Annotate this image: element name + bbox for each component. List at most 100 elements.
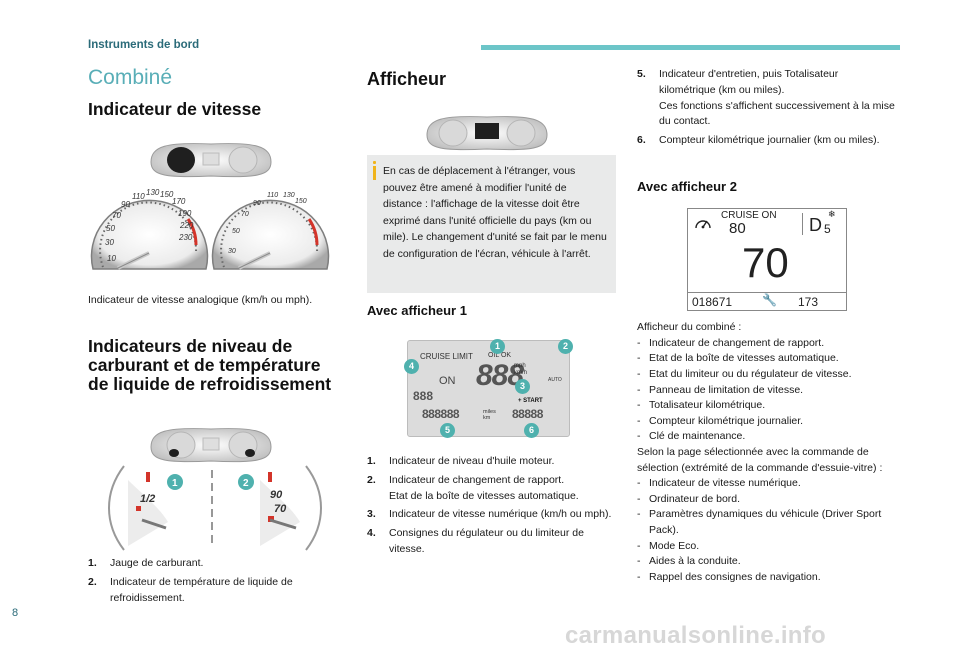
svg-text:1: 1 bbox=[172, 478, 178, 489]
list-item: Etat de la boîte de vitesses automatique… bbox=[637, 351, 899, 367]
temp-70-label: 70 bbox=[274, 503, 287, 515]
svg-text:190: 190 bbox=[178, 209, 192, 218]
display1-heading: Avec afficheur 1 bbox=[367, 303, 467, 318]
temp-90-label: 90 bbox=[270, 489, 283, 501]
cruise-setpoint: 888 bbox=[413, 389, 434, 403]
cruise-limit-label: CRUISE LIMIT bbox=[420, 352, 473, 361]
fuel-temp-gauges-illustration: 1/2 90 70 1 2 bbox=[108, 465, 322, 551]
on-label: ON bbox=[439, 375, 456, 387]
odometer-digits: 888888 bbox=[422, 407, 460, 421]
display2-selection-text: Selon la page sélectionnée avec la comma… bbox=[637, 445, 883, 474]
gear-indicator: D bbox=[809, 215, 822, 235]
display2-intro: Afficheur du combiné : bbox=[637, 321, 742, 333]
list-item: 1.Indicateur de niveau d'huile moteur. bbox=[367, 455, 555, 467]
list-item: Indicateur de vitesse numérique. bbox=[637, 476, 899, 492]
svg-text:50: 50 bbox=[232, 228, 240, 235]
wrench-icon: 🔧 bbox=[762, 293, 777, 307]
list-item: Etat du limiteur ou du régulateur de vit… bbox=[637, 367, 899, 383]
svg-text:230: 230 bbox=[178, 233, 193, 242]
display1-screen: CRUISE LIMIT OIL OK 888 mph km/h ON 888 … bbox=[404, 339, 573, 438]
svg-text:130: 130 bbox=[283, 192, 295, 199]
info-note: En cas de déplacement à l'étranger, vous… bbox=[367, 155, 616, 293]
display1-items-list: 1.Indicateur de niveau d'huile moteur. 2… bbox=[367, 454, 617, 561]
svg-text:90: 90 bbox=[121, 200, 130, 209]
svg-text:110: 110 bbox=[267, 192, 278, 199]
svg-text:2: 2 bbox=[243, 478, 249, 489]
callout-1-icon bbox=[167, 474, 183, 490]
svg-text:70: 70 bbox=[112, 211, 121, 220]
watermark: carmanualsonline.info bbox=[565, 622, 827, 649]
list-item: 6.Compteur kilométrique journalier (km o… bbox=[637, 134, 880, 147]
callout-2-icon: 2 bbox=[558, 339, 573, 354]
info-note-text: En cas de déplacement à l'étranger, vous… bbox=[383, 165, 607, 260]
list-item: Rappel des consignes de navigation. bbox=[637, 570, 899, 586]
display2-pages-list: Indicateur de vitesse numérique. Ordinat… bbox=[637, 476, 899, 585]
digital-speed: 70 bbox=[742, 239, 789, 286]
speed-heading: Indicateur de vitesse bbox=[88, 99, 262, 119]
callout-2-icon bbox=[238, 474, 254, 490]
section-label: Instruments de bord bbox=[88, 39, 200, 51]
info-icon bbox=[373, 161, 376, 164]
page-title: Combiné bbox=[88, 66, 173, 89]
list-item: Ordinateur de bord. bbox=[637, 492, 899, 508]
auto-label: AUTO bbox=[548, 377, 562, 383]
snowflake-icon: ❄ bbox=[828, 209, 836, 219]
svg-text:170: 170 bbox=[172, 197, 186, 206]
page-number: 8 bbox=[12, 607, 19, 619]
cruise-value: 80 bbox=[729, 220, 746, 237]
callout-3-icon: 3 bbox=[515, 379, 530, 394]
cluster-silhouette-icon bbox=[150, 143, 272, 178]
list-item: Mode Eco. bbox=[637, 539, 899, 555]
list-item: 2.Indicateur de changement de rapport.Et… bbox=[367, 473, 579, 502]
display2-screen: CRUISE ON 80 D 5 ❄ 70 018671 🔧 173 bbox=[687, 208, 847, 311]
list-item: 4.Consignes du régulateur ou du limiteur… bbox=[367, 527, 584, 555]
cluster-silhouette-icon bbox=[150, 428, 272, 463]
fuel-half-label: 1/2 bbox=[140, 493, 155, 505]
trip-value: 173 bbox=[798, 295, 819, 309]
svg-text:30: 30 bbox=[228, 248, 236, 255]
callout-4-icon: 4 bbox=[404, 359, 419, 374]
svg-text:220: 220 bbox=[179, 221, 194, 230]
trip-digits: 88888 bbox=[512, 407, 543, 421]
list-item: 2.Indicateur de température de liquide d… bbox=[88, 575, 293, 604]
list-item: 3.Indicateur de vitesse numérique (km/h … bbox=[367, 508, 612, 521]
callout-6-icon: 6 bbox=[524, 423, 539, 438]
list-item: Paramètres dynamiques du véhicule (Drive… bbox=[637, 507, 899, 538]
display2-heading: Avec afficheur 2 bbox=[637, 179, 737, 194]
list-item: Indicateur de changement de rapport. bbox=[637, 336, 899, 352]
svg-text:150: 150 bbox=[160, 190, 174, 199]
svg-text:70: 70 bbox=[241, 211, 249, 218]
speed-units: mph km/h bbox=[514, 363, 528, 376]
svg-text:110: 110 bbox=[132, 192, 145, 201]
level-items-list: 1.Jauge de carburant. 2.Indicateur de te… bbox=[88, 556, 328, 609]
svg-text:150: 150 bbox=[295, 198, 307, 205]
display-heading: Afficheur bbox=[367, 69, 447, 89]
display2-description: Afficheur du combiné : Indicateur de cha… bbox=[637, 320, 899, 585]
oil-ok-label: OIL OK bbox=[488, 352, 512, 359]
svg-text:130: 130 bbox=[146, 188, 160, 197]
list-item: 1.Jauge de carburant. bbox=[88, 557, 204, 569]
callout-1-icon: 1 bbox=[490, 339, 505, 354]
odometer-value: 018671 bbox=[692, 295, 733, 309]
header-accent-bar bbox=[481, 45, 900, 50]
list-item: Aides à la conduite. bbox=[637, 554, 899, 570]
cluster-silhouette-icon bbox=[426, 116, 548, 151]
list-item: Totalisateur kilométrique. bbox=[637, 398, 899, 414]
cruise-on-label: CRUISE ON bbox=[721, 210, 777, 221]
list-item: Panneau de limitation de vitesse. bbox=[637, 383, 899, 399]
svg-text:50: 50 bbox=[106, 224, 115, 233]
list-item: 5.Indicateur d'entretien, puis Totalisat… bbox=[637, 68, 895, 128]
level-heading: Indicateurs de niveau de carburant et de… bbox=[88, 336, 332, 394]
start-label: + START bbox=[518, 398, 543, 404]
list-item: Compteur kilométrique journalier. bbox=[637, 414, 899, 430]
callout-5-icon: 5 bbox=[440, 423, 455, 438]
speedometer-icon bbox=[695, 220, 711, 229]
svg-text:90: 90 bbox=[253, 200, 261, 207]
display1-items-list-cont: 5.Indicateur d'entretien, puis Totalisat… bbox=[637, 67, 897, 152]
svg-text:10: 10 bbox=[107, 254, 116, 263]
svg-text:30: 30 bbox=[105, 238, 114, 247]
miles-label: miles km bbox=[483, 409, 496, 421]
gear-number: 5 bbox=[824, 222, 831, 236]
speed-caption: Indicateur de vitesse analogique (km/h o… bbox=[88, 294, 313, 306]
